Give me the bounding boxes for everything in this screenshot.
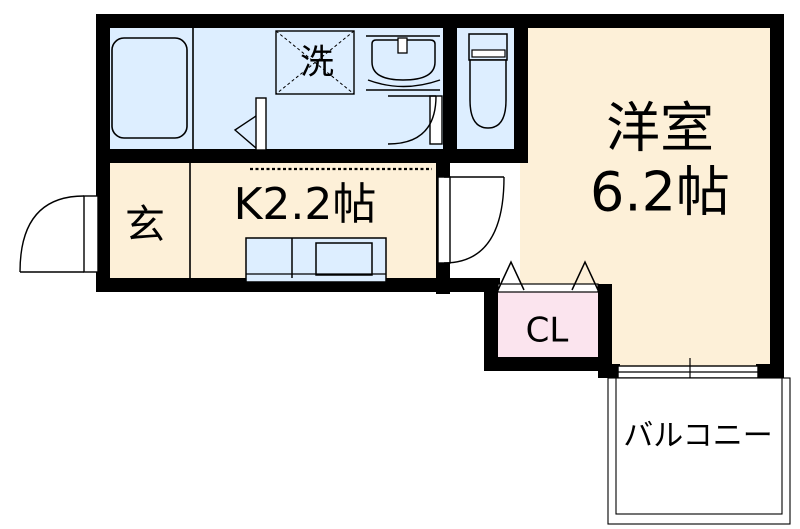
label-closet: CL: [526, 311, 569, 351]
faucet-icon: [397, 37, 408, 54]
label-bedroom-line2: 6.2帖: [590, 161, 730, 224]
wall-right: [770, 14, 784, 378]
wall-toilet-right: [514, 14, 528, 162]
bedroom-door-leaf[interactable]: [437, 176, 451, 264]
label-balcony: バルコニー: [623, 419, 772, 454]
wall-closet-right: [598, 284, 612, 371]
vanity-front-edge: [367, 79, 441, 88]
wall-bedroom-bottom-left: [598, 364, 620, 378]
washer-diagonal-2: [275, 30, 355, 95]
wall-bath-kitchen-divider: [96, 149, 356, 163]
wall-closet-left: [484, 284, 498, 371]
entrance-door-swing-arc: [19, 195, 85, 273]
wall-top: [96, 14, 784, 28]
washbasin-bowl: [371, 39, 436, 81]
wall-washroom-kitchen-divider: [352, 149, 452, 163]
fixture-washbasin: [366, 30, 441, 91]
closet-door-triangle-right: [571, 260, 599, 291]
entrance-floor: [100, 163, 190, 288]
label-bedroom-line1: 洋室: [606, 97, 714, 160]
entrance-area: [99, 163, 191, 288]
wall-closet-bottom: [484, 357, 612, 371]
wall-bedroom-closet-stub: [440, 278, 500, 292]
room-closet: [490, 290, 605, 365]
closet-door-triangle-left: [497, 260, 525, 291]
door-entrance[interactable]: [19, 195, 99, 273]
fixture-washing-machine-space: [275, 30, 355, 95]
walls: [96, 14, 784, 378]
bedroom-door-swing-arc: [443, 176, 505, 264]
fixture-toilet: [468, 33, 508, 129]
label-washer-space: 洗: [300, 43, 334, 83]
label-kitchen: K2.2帖: [234, 179, 377, 230]
bathtub-shape: [111, 37, 188, 139]
closet-door-marks[interactable]: [497, 260, 599, 293]
fixture-kitchen-counter: [245, 237, 387, 283]
wall-bottom-kitchen: [96, 278, 500, 292]
closet-door-track[interactable]: [497, 283, 599, 293]
kitchen-sink-basin: [315, 242, 373, 276]
area-balcony: [607, 377, 791, 525]
door-bedroom[interactable]: [437, 176, 505, 264]
folding-door-leaf[interactable]: [255, 97, 267, 151]
wall-bedroom-bottom-right: [756, 364, 784, 378]
toilet-bowl: [469, 59, 507, 129]
balcony-inner-edge: [615, 377, 783, 515]
room-entrance: [100, 163, 190, 288]
door-washroom[interactable]: [387, 95, 443, 145]
entrance-door-leaf[interactable]: [83, 195, 99, 273]
wall-toilet-left: [443, 14, 457, 162]
wall-left-upper: [96, 14, 110, 162]
closet-floor: [490, 290, 605, 365]
toilet-tank-lid: [471, 49, 506, 58]
door-bathroom-folding[interactable]: [233, 97, 267, 151]
fixture-bathtub: [111, 28, 194, 149]
label-entrance: 玄: [125, 202, 165, 248]
folding-door-swing: [233, 115, 257, 149]
washroom-door-swing-arc: [387, 95, 437, 145]
wall-toilet-bottom: [443, 149, 528, 163]
